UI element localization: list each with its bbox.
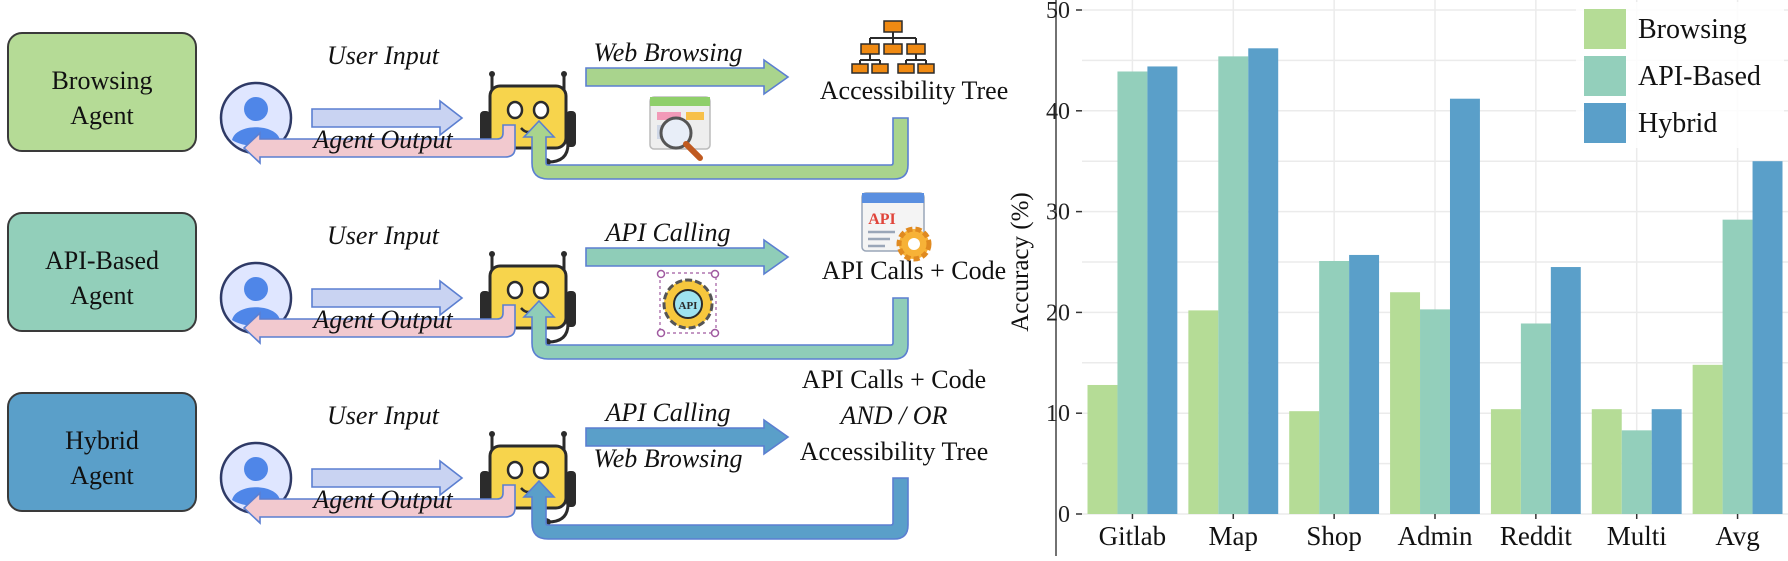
api-gear-icon: API [656,269,720,338]
bar-browsing-reddit [1490,409,1521,514]
agent-label: Agent [70,101,134,130]
svg-text:API: API [679,300,698,312]
action-label: API Calling [604,218,731,247]
user-input-label: User Input [327,401,440,430]
bar-browsing-gitlab [1087,384,1118,514]
bar-api-based-avg [1722,219,1753,514]
agent-box [7,212,197,332]
bar-api-based-multi [1621,430,1652,514]
y-tick-label: 20 [1046,300,1070,326]
x-tick-label: Admin [1397,521,1473,551]
action-label-secondary: Web Browsing [593,444,742,473]
user-input-arrow [311,99,464,137]
return-arrow [522,297,909,360]
agent-output-arrow [242,124,516,165]
browser-search-icon [649,96,711,161]
bar-browsing-avg [1692,364,1723,514]
bar-hybrid-avg [1752,161,1783,514]
bar-browsing-shop [1289,411,1320,514]
user-input-arrow [311,459,464,497]
bar-hybrid-map [1248,48,1279,514]
action-label: Web Browsing [593,38,742,67]
x-tick-label: Map [1209,521,1259,551]
y-tick-label: 30 [1046,200,1070,226]
user-input-label: User Input [327,221,440,250]
x-tick-label: Avg [1715,521,1760,551]
x-tick-label: Shop [1306,521,1362,551]
bar-api-based-gitlab [1117,71,1148,514]
bar-api-based-admin [1420,309,1450,514]
result-label: Accessibility Tree [800,437,989,466]
user-input-arrow [311,279,464,317]
legend-swatch [1584,9,1626,49]
agent-output-label: Agent Output [311,125,453,154]
action-label: API Calling [604,398,731,427]
action-arrow [585,58,790,96]
result-label: API Calls + Code [802,365,986,394]
legend-label: Hybrid [1638,108,1717,139]
result-label-connector: AND / OR [839,401,948,430]
agent-label: Browsing [51,66,152,95]
x-tick-label: Multi [1607,521,1667,551]
agent-output-label: Agent Output [311,305,453,334]
user-input-label: User Input [327,41,440,70]
agent-label: Agent [70,461,134,490]
y-axis-label: Accuracy (%) [1007,192,1034,332]
agent-output-arrow [242,304,516,345]
agent-label: API-Based [45,246,159,275]
agent-output-arrow [242,484,516,525]
legend-swatch [1584,56,1626,96]
bar-hybrid-multi [1651,409,1682,514]
legend-label: API-Based [1638,61,1761,92]
bar-api-based-map [1218,56,1249,514]
bar-api-based-shop [1319,260,1350,514]
return-arrow [522,477,909,540]
return-arrow [522,117,909,180]
bar-hybrid-gitlab [1147,66,1178,514]
bar-browsing-map [1188,310,1219,514]
bar-browsing-multi [1591,409,1622,514]
legend-swatch [1584,103,1626,143]
agent-box [7,392,197,512]
svg-text:API: API [868,211,896,228]
x-tick-label: Gitlab [1099,521,1167,551]
legend-label: Browsing [1638,14,1747,45]
x-tick-label: Reddit [1500,521,1572,551]
action-arrow [585,238,790,276]
bar-hybrid-shop [1349,254,1380,514]
action-arrow [585,418,790,456]
accessibility-tree-icon [851,20,935,74]
y-tick-label: 0 [1058,502,1070,528]
bar-api-based-reddit [1520,323,1551,514]
agent-label: Agent [70,281,134,310]
bar-hybrid-admin [1449,98,1480,514]
result-label: Accessibility Tree [820,76,1009,105]
y-tick-label: 50 [1046,0,1070,24]
bar-hybrid-reddit [1550,267,1581,514]
y-tick-label: 10 [1046,401,1070,427]
bar-browsing-admin [1390,292,1421,514]
api-document-icon: API [861,192,932,262]
agent-box [7,32,197,152]
agent-label: Hybrid [65,426,139,455]
agent-output-label: Agent Output [311,485,453,514]
y-tick-label: 40 [1046,99,1070,125]
